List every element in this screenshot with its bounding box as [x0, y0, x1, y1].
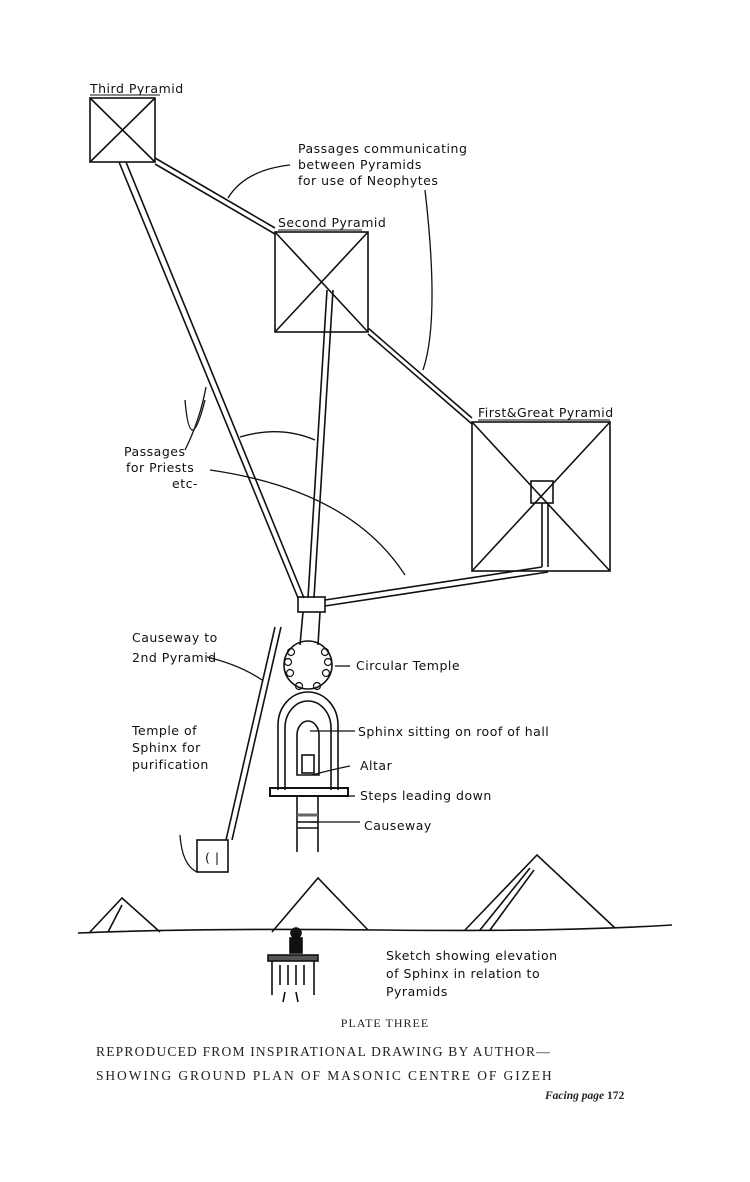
plate-title: PLATE THREE: [340, 1016, 430, 1030]
causeway-2nd-label-2: 2nd Pyramid: [132, 650, 217, 665]
facing-page-label: Facing page: [545, 1090, 605, 1102]
priests-label-3: etc-: [172, 476, 198, 491]
diagram-labels: Passages communicating between Pyramids …: [124, 141, 558, 999]
facing-page-note: Facing page 172: [545, 1090, 624, 1102]
circular-temple: [283, 640, 333, 691]
second-pyramid: Second Pyramid: [274, 215, 386, 333]
circular-temple-label: Circular Temple: [356, 658, 460, 673]
facing-page-number: 172: [606, 1090, 625, 1102]
caption-line-2: SHOWING GROUND PLAN OF MASONIC CENTRE OF…: [96, 1068, 554, 1083]
elevation-label-2: of Sphinx in relation to: [386, 966, 540, 981]
priests-label-2: for Priests: [126, 460, 194, 475]
neophyte-passages: [154, 157, 473, 425]
priests-label-1: Passages: [124, 444, 185, 459]
causeway-label: Causeway: [364, 818, 432, 833]
first-pyramid-label: First&Great Pyramid: [478, 405, 614, 420]
neophyte-label-2: between Pyramids: [298, 157, 422, 172]
annotation-arrows: [179, 164, 433, 873]
priest-passages: [118, 161, 549, 646]
sphinx-hall: [269, 691, 349, 852]
sphinx-roof-label: Sphinx sitting on roof of hall: [358, 724, 549, 739]
neophyte-label-3: for use of Neophytes: [298, 173, 438, 188]
temple-sphinx-label-1: Temple of: [131, 723, 197, 738]
second-pyramid-label: Second Pyramid: [278, 215, 386, 230]
third-pyramid-label: Third Pyramid: [89, 81, 184, 96]
caption-line-1: REPRODUCED FROM INSPIRATIONAL DRAWING BY…: [96, 1044, 551, 1059]
steps-label: Steps leading down: [360, 788, 492, 803]
altar-label: Altar: [360, 758, 393, 773]
temple-sphinx-label-3: purification: [132, 757, 209, 772]
third-pyramid: Third Pyramid: [89, 81, 184, 163]
causeway-to-second-pyramid: ( |: [196, 626, 282, 873]
elevation-label-1: Sketch showing elevation: [386, 948, 558, 963]
first-great-pyramid: First&Great Pyramid: [471, 405, 614, 572]
causeway-2nd-label-1: Causeway to: [132, 630, 218, 645]
elevation-sketch: [77, 853, 673, 1003]
svg-text:( |: ( |: [205, 850, 220, 865]
neophyte-label-1: Passages communicating: [298, 141, 467, 156]
temple-sphinx-label-2: Sphinx for: [132, 740, 201, 755]
elevation-label-3: Pyramids: [386, 984, 448, 999]
